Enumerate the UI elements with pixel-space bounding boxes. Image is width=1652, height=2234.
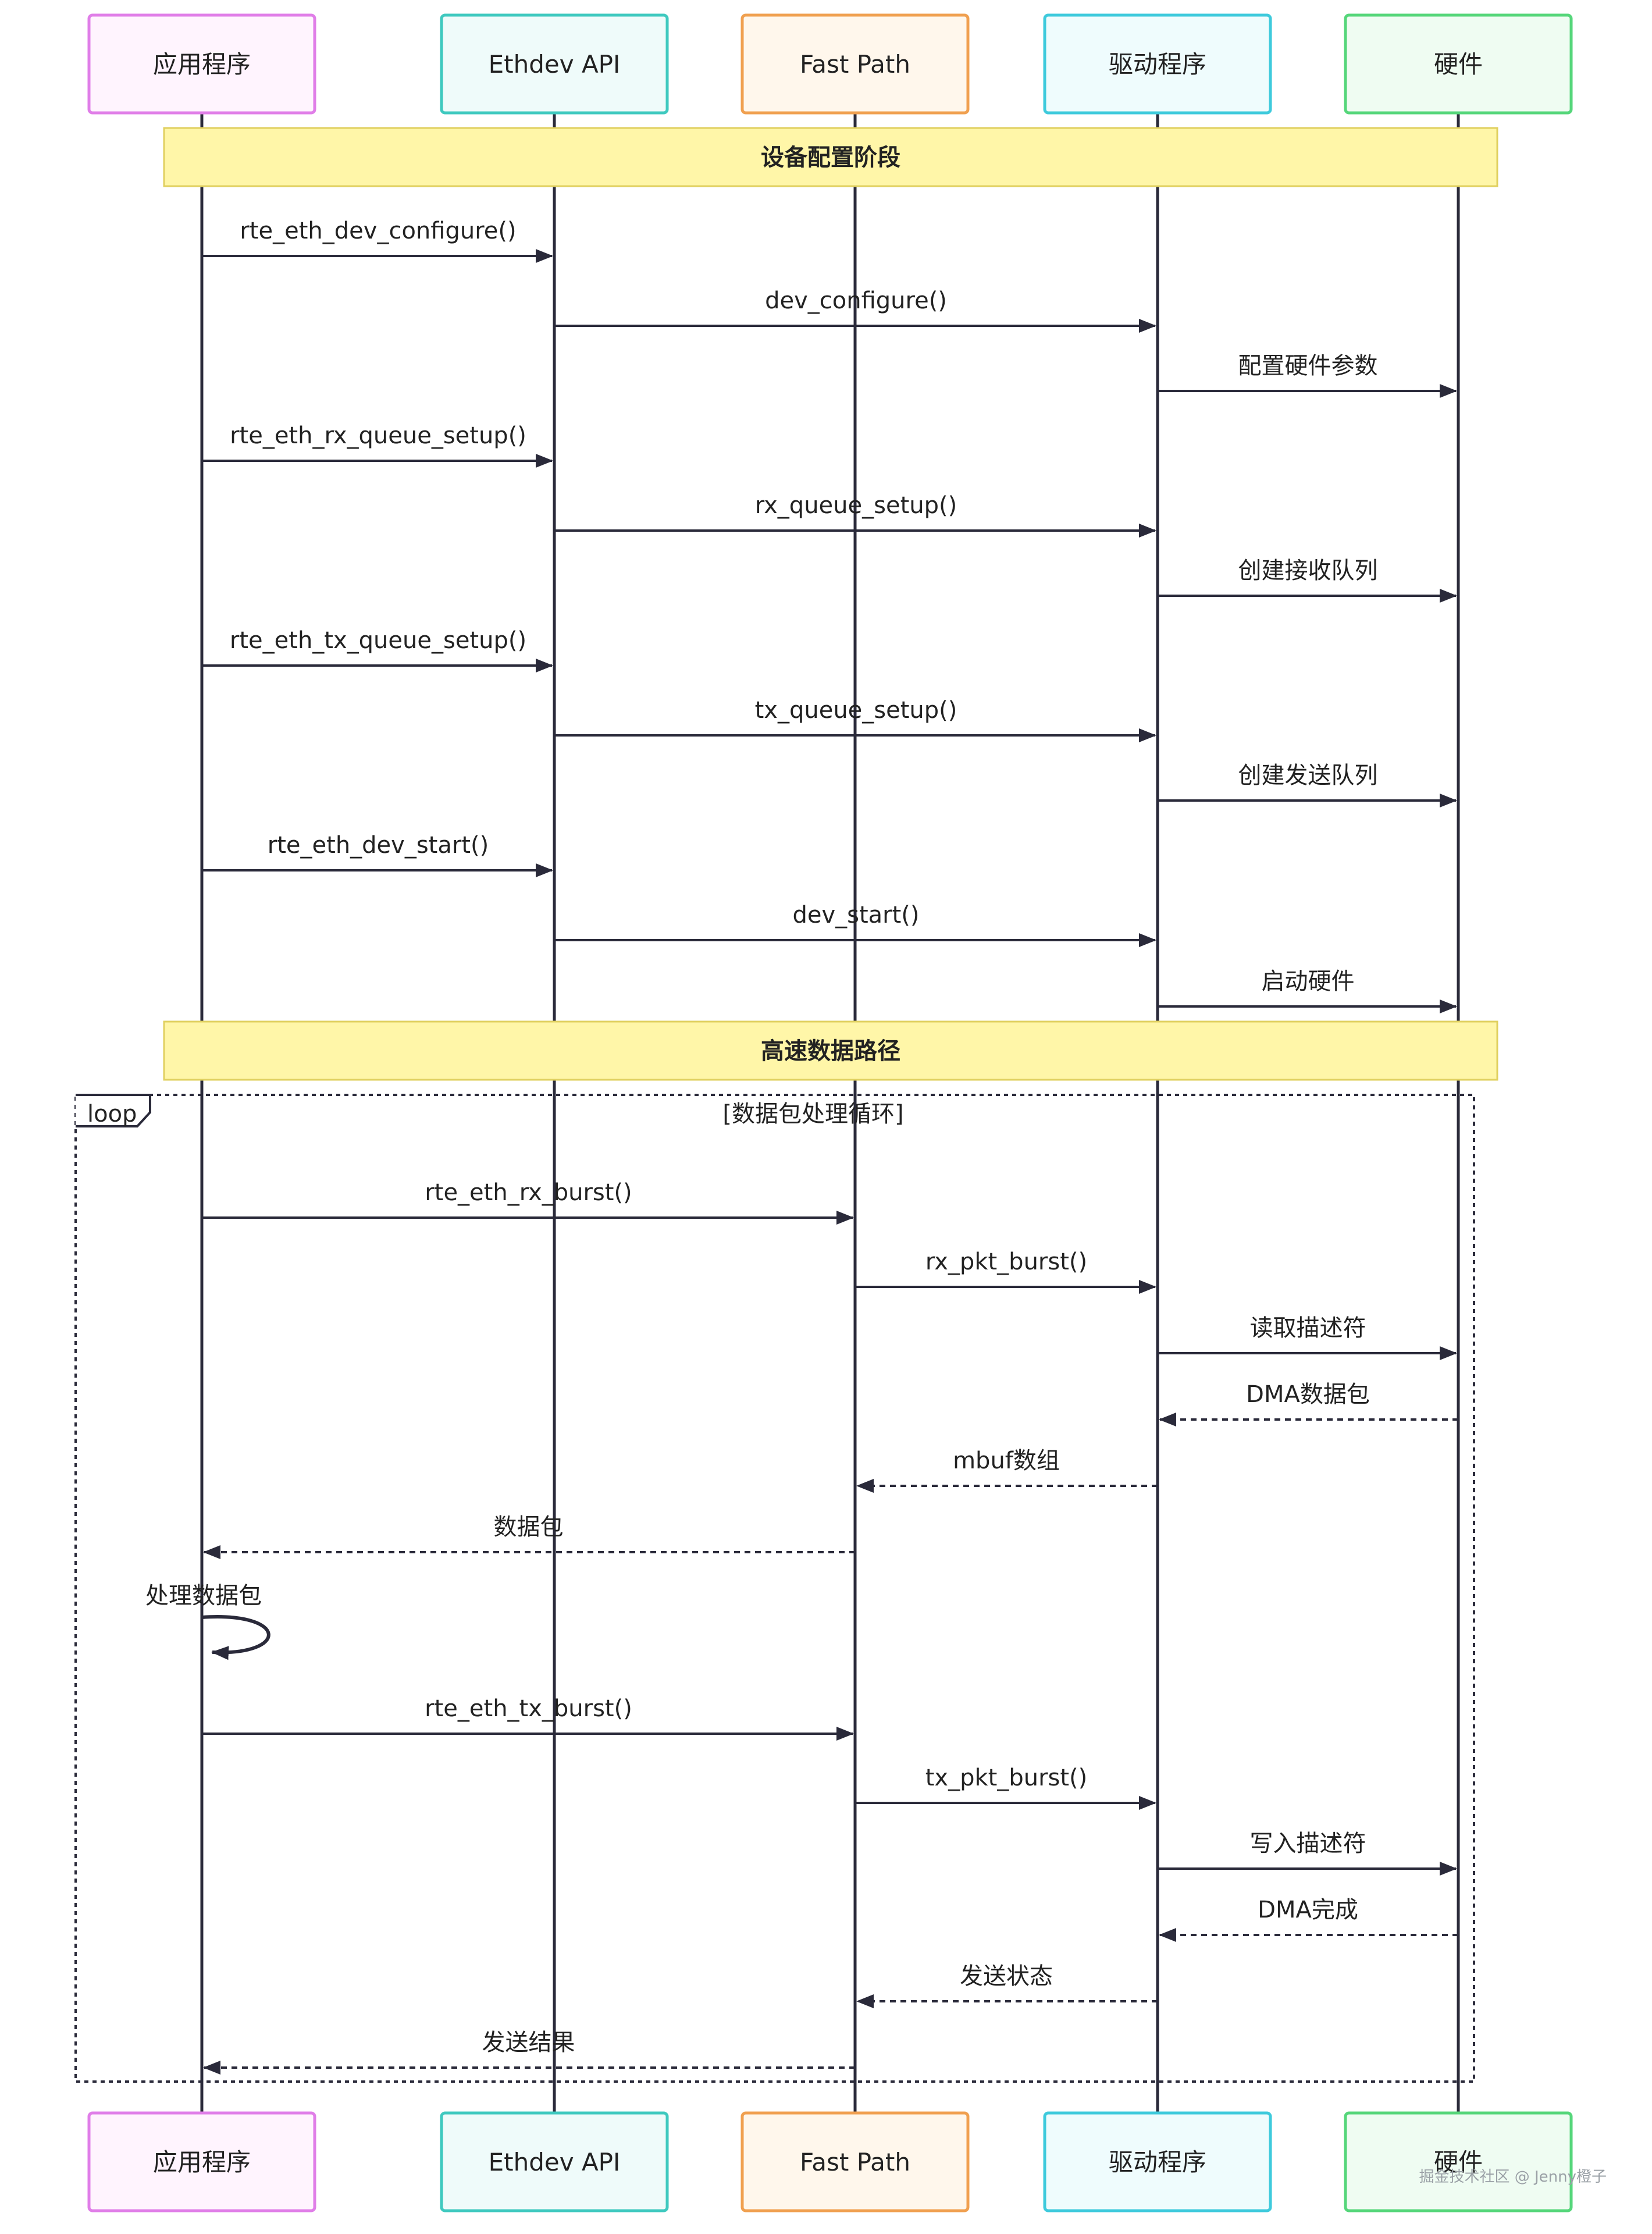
- message-label: 发送状态: [960, 1963, 1053, 1990]
- participant-label: Fast Path: [800, 2148, 910, 2176]
- message-label: DMA数据包: [1246, 1381, 1370, 1408]
- participant-label: 应用程序: [153, 2148, 251, 2176]
- participant-fast-top: Fast Path: [740, 13, 970, 115]
- message: DMA完成: [1159, 1897, 1458, 1942]
- message: mbuf数组: [856, 1447, 1158, 1493]
- participant-label: 硬件: [1434, 2148, 1483, 2176]
- message-label: rte_eth_rx_queue_setup(): [230, 422, 526, 449]
- message: rte_eth_tx_burst(): [202, 1695, 854, 1741]
- participant-label: 应用程序: [153, 50, 251, 79]
- message-label: 写入描述符: [1250, 1830, 1366, 1857]
- message: rte_eth_dev_start(): [202, 832, 553, 877]
- message-label: 处理数据包: [145, 1582, 262, 1609]
- message-label: 创建发送队列: [1238, 762, 1378, 789]
- message: rte_eth_rx_burst(): [202, 1179, 854, 1225]
- participant-hw-top: 硬件: [1344, 13, 1573, 115]
- participant-label: 硬件: [1434, 50, 1483, 79]
- message-label: 配置硬件参数: [1238, 353, 1378, 379]
- message-label: rte_eth_dev_start(): [268, 832, 489, 859]
- loop-tag-box: [76, 1094, 151, 1127]
- loop-tag-label: loop: [87, 1101, 137, 1127]
- participant-box: [1043, 2111, 1272, 2212]
- message: 创建发送队列: [1158, 762, 1457, 807]
- participant-drv-top: 驱动程序: [1043, 13, 1272, 115]
- message: 发送结果: [203, 2029, 855, 2075]
- message: rx_queue_setup(): [554, 492, 1156, 538]
- phase-note-box: [163, 1020, 1498, 1081]
- message-label: rx_pkt_burst(): [925, 1248, 1087, 1275]
- message: 启动硬件: [1158, 968, 1457, 1013]
- message: tx_pkt_burst(): [855, 1765, 1156, 1810]
- message-label: 创建接收队列: [1238, 557, 1378, 584]
- message: 处理数据包: [145, 1582, 270, 1660]
- message: rte_eth_tx_queue_setup(): [202, 627, 553, 673]
- participant-api-bottom: Ethdev API: [440, 2111, 669, 2212]
- message-label: rx_queue_setup(): [755, 492, 957, 519]
- participant-box: [87, 2111, 316, 2212]
- loop-condition-label: [数据包处理循环]: [722, 1101, 903, 1127]
- message: tx_queue_setup(): [554, 697, 1156, 742]
- participant-app-bottom: 应用程序: [87, 2111, 316, 2212]
- participant-hw-bottom: 硬件: [1344, 2111, 1573, 2212]
- message-label: 读取描述符: [1250, 1315, 1366, 1342]
- participant-label: Fast Path: [800, 50, 910, 79]
- participant-label: 驱动程序: [1109, 50, 1206, 79]
- message-label: 启动硬件: [1262, 968, 1355, 995]
- message: DMA数据包: [1159, 1381, 1458, 1427]
- participant-box: [740, 13, 970, 115]
- message-label: tx_pkt_burst(): [925, 1765, 1088, 1791]
- phase-note-label: 高速数据路径: [761, 1038, 900, 1065]
- message: dev_start(): [554, 902, 1156, 947]
- message: rte_eth_dev_configure(): [202, 218, 553, 263]
- participant-fast-bottom: Fast Path: [740, 2111, 970, 2212]
- message-label: mbuf数组: [953, 1447, 1060, 1474]
- message-label: rte_eth_tx_burst(): [425, 1695, 632, 1722]
- message: 创建接收队列: [1158, 557, 1457, 603]
- message: rte_eth_rx_queue_setup(): [202, 422, 553, 468]
- participant-box: [1043, 13, 1272, 115]
- message-label: rte_eth_tx_queue_setup(): [230, 627, 526, 654]
- message-label: tx_queue_setup(): [755, 697, 957, 724]
- participant-box: [440, 2111, 669, 2212]
- message: 写入描述符: [1158, 1830, 1457, 1876]
- message-label: dev_configure(): [765, 287, 947, 314]
- participant-box: [1344, 2111, 1573, 2212]
- participant-api-top: Ethdev API: [440, 13, 669, 115]
- participant-box: [740, 2111, 970, 2212]
- loop-frame: loop [数据包处理循环]: [74, 1094, 1475, 2083]
- participant-box: [1344, 13, 1573, 115]
- participant-label: 驱动程序: [1109, 2148, 1206, 2176]
- message: 配置硬件参数: [1158, 353, 1457, 398]
- self-message-arrow: [201, 1615, 270, 1660]
- message-label: 发送结果: [482, 2029, 575, 2056]
- participant-drv-bottom: 驱动程序: [1043, 2111, 1272, 2212]
- watermark-text: 掘金技术社区 @ Jenny橙子: [1419, 2168, 1607, 2186]
- message-label: 数据包: [494, 1514, 564, 1541]
- participant-box: [440, 13, 669, 115]
- message: 数据包: [203, 1514, 855, 1559]
- messages: rte_eth_dev_configure() dev_configure() 配置…: [145, 218, 1458, 2075]
- message: dev_configure(): [554, 287, 1156, 333]
- message-label: rte_eth_rx_burst(): [425, 1179, 632, 1206]
- lifelines: [200, 113, 1460, 2113]
- message: 发送状态: [856, 1963, 1158, 2008]
- message: rx_pkt_burst(): [855, 1248, 1156, 1294]
- phase-note-box: [163, 127, 1498, 187]
- message-label: rte_eth_dev_configure(): [240, 218, 516, 244]
- participant-label: Ethdev API: [489, 50, 621, 79]
- loop-border: [74, 1094, 1475, 2083]
- participant-label: Ethdev API: [489, 2148, 621, 2176]
- message-label: DMA完成: [1258, 1897, 1358, 1923]
- message: 读取描述符: [1158, 1315, 1457, 1360]
- participant-app-top: 应用程序: [87, 13, 316, 115]
- participant-box: [87, 13, 316, 115]
- phase-note-label: 设备配置阶段: [761, 144, 900, 171]
- message-label: dev_start(): [792, 902, 919, 929]
